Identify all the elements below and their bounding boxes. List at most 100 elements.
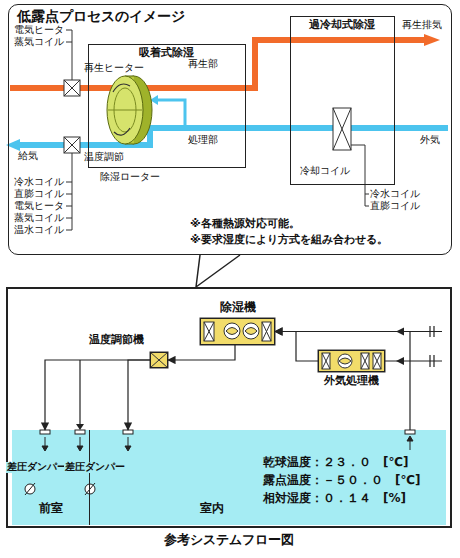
coil-symbols <box>64 80 80 96</box>
duct-lines <box>80 326 442 426</box>
equipment-units <box>361 353 369 369</box>
part-label: 冷却コイル <box>300 165 350 177</box>
coil-symbols <box>64 137 80 153</box>
node-label: 外気処理機 <box>319 375 384 388</box>
coil-symbols <box>333 108 351 150</box>
part-label: 温水コイル <box>14 224 64 236</box>
part-label: 冷水コイル <box>370 188 420 200</box>
outdoor-air-unit: 外気処理機 <box>318 350 385 372</box>
diffusers <box>75 430 85 434</box>
room-condition: 相対湿度：０．１４ [%] <box>262 492 407 506</box>
equipment-units <box>243 323 259 339</box>
equipment-units <box>339 358 351 364</box>
node-label: 吸着式除湿 <box>89 47 245 60</box>
leader-lines <box>66 153 72 230</box>
regeneration-air-arrow <box>424 34 440 46</box>
duct-lines <box>79 360 80 426</box>
process-air-arrow <box>20 128 448 145</box>
diffusers <box>125 446 131 451</box>
diffusers <box>40 430 50 434</box>
part-label: 再生部 <box>188 58 218 70</box>
callout-tail <box>196 255 240 287</box>
node-label: 参考システムフロー図 <box>8 533 450 548</box>
pressure-dampers <box>25 483 95 495</box>
duct-arrowheads <box>396 357 404 365</box>
diffusers <box>405 430 415 434</box>
equipment-units <box>373 353 381 369</box>
coil-symbols <box>64 80 80 96</box>
equipment-units <box>318 350 385 372</box>
diffusers <box>42 446 48 451</box>
equipment-units <box>361 353 369 369</box>
pressure-dampers <box>25 484 35 494</box>
pressure-dampers <box>25 483 35 495</box>
node-label: 前室 <box>12 502 89 516</box>
room-floor <box>12 430 446 525</box>
diffusers <box>407 436 413 441</box>
room-condition: 露点温度：－５０．０ [℃] <box>262 474 422 488</box>
callout-tail <box>196 255 240 287</box>
node-label: 低露点プロセスのイメージ <box>17 8 185 24</box>
equipment-units <box>150 352 168 368</box>
duct-connector <box>275 332 410 431</box>
equipment-units <box>150 352 168 368</box>
subcooling-box: 過冷却式除湿 <box>290 16 395 185</box>
equipment-units <box>373 353 381 369</box>
equipment-units <box>226 328 238 335</box>
equipment-units <box>150 318 385 372</box>
diffusers <box>40 430 415 451</box>
leader-lines <box>66 30 369 230</box>
pressure-dampers <box>85 483 95 495</box>
duct-connector <box>275 332 318 362</box>
room-floor <box>12 430 446 525</box>
pressure-dampers <box>85 484 95 494</box>
coil-symbols <box>64 137 80 153</box>
process-air-arrow <box>158 100 185 126</box>
part-label: 蒸気コイル <box>14 212 64 224</box>
equipment-units <box>322 353 330 369</box>
part-label: 直膨コイル <box>370 200 420 212</box>
duct-arrowheads <box>76 328 404 431</box>
equipment-units <box>322 353 330 369</box>
equipment-units <box>200 318 275 345</box>
room-condition: 乾球温度：２３．０ [℃] <box>262 456 410 470</box>
equipment-units <box>338 354 352 368</box>
part-label: 給気 <box>18 150 38 162</box>
coil-symbols <box>333 108 351 150</box>
equipment-units <box>262 322 271 341</box>
part-label: 再生排気 <box>402 19 442 31</box>
duct-connector <box>128 360 150 430</box>
duct-lines <box>430 326 434 367</box>
part-label: 直膨コイル <box>14 188 64 200</box>
part-label: 蒸気コイル <box>14 36 64 48</box>
node-label: 除湿機 <box>201 301 274 315</box>
part-label: 温度調節 <box>84 151 124 163</box>
leader-lines <box>66 30 72 80</box>
anteroom-area: 前室 <box>12 430 90 525</box>
part-label: 外気 <box>420 134 440 146</box>
diffusers <box>45 437 410 450</box>
note-text: ※要求湿度により方式を組み合わせる。 <box>190 234 388 247</box>
part-label: 冷水コイル <box>14 176 64 188</box>
duct-connector <box>168 345 235 360</box>
node-label: 室内 <box>200 502 224 516</box>
node-label: 過冷却式除湿 <box>291 19 394 32</box>
part-label: 電気ヒータ <box>14 24 64 36</box>
diffusers <box>123 430 133 434</box>
equipment-units <box>204 322 214 341</box>
leader-lines <box>351 145 369 206</box>
equipment-units <box>224 323 240 339</box>
part-label: 処理部 <box>188 134 218 146</box>
diffusers <box>77 446 83 451</box>
coil-symbols <box>64 80 351 153</box>
dehumidifying-rotor <box>107 76 143 144</box>
note-text: ※各種熱源対応可能。 <box>190 218 300 231</box>
part-label: 電気ヒータ <box>14 200 64 212</box>
dehumidifying-rotor <box>107 76 152 144</box>
equipment-units <box>262 322 271 341</box>
damper-label: 差圧ダンパー <box>64 462 126 473</box>
equipment-units <box>245 328 257 335</box>
part-label: 再生ヒーター <box>84 62 144 74</box>
